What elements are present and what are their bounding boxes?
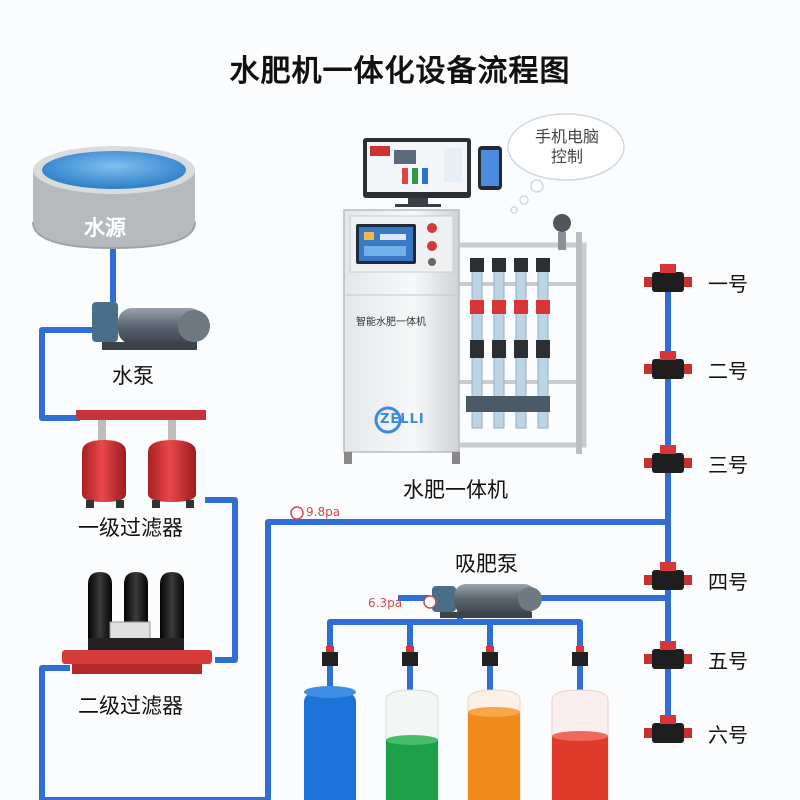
brand-logo: ZELLI (380, 412, 425, 427)
pipe-main-line (265, 519, 668, 800)
zone-valve-4 (644, 562, 692, 590)
integrated-machine-label: 水肥一体机 (403, 478, 508, 502)
control-text-line1: 手机电脑 (534, 127, 599, 146)
zone-label-1: 一号 (708, 272, 748, 296)
pressure-gauges (290, 506, 437, 609)
control-devices-graphic (363, 138, 502, 207)
water-source-graphic (32, 146, 196, 250)
pipe-fert-manifold (327, 619, 583, 690)
zone-label-4: 四号 (708, 570, 748, 594)
primary-filter-label: 一级过滤器 (78, 516, 183, 540)
fertilizer-pump-label: 吸肥泵 (455, 552, 518, 576)
primary-filter-graphic (76, 410, 206, 508)
control-text-line2: 控制 (550, 147, 583, 166)
thought-bubble (507, 113, 625, 214)
pipe-filter2-out (39, 665, 70, 800)
pipe-filter1-filter2 (205, 497, 238, 663)
zone-label-6: 六号 (708, 723, 748, 747)
water-pump-label: 水泵 (112, 364, 154, 388)
zone-valve-3 (644, 445, 692, 473)
fertilizer-valves (322, 646, 588, 666)
zone-valves (644, 264, 692, 743)
water-source-label: 水源 (84, 216, 126, 240)
zone-label-2: 二号 (708, 359, 748, 383)
control-text: 手机电脑 控制 (522, 127, 612, 167)
zone-valve-1 (644, 264, 692, 292)
machine-panel-label: 智能水肥一体机 (356, 317, 426, 328)
fertilizer-tanks (304, 686, 609, 800)
zone-label-5: 五号 (708, 649, 748, 673)
fertilizer-line-pressure: 6.3pa (368, 596, 403, 610)
integrated-machine-graphic (343, 209, 587, 464)
main-line-pressure: 9.8pa (306, 505, 341, 519)
zone-valve-5 (644, 641, 692, 669)
water-pump-graphic (92, 302, 210, 350)
pipe-pump-filter1 (39, 327, 95, 421)
secondary-filter-graphic (62, 572, 212, 674)
secondary-filter-label: 二级过滤器 (78, 694, 183, 718)
page-title: 水肥机一体化设备流程图 (229, 54, 571, 89)
zone-valve-2 (644, 351, 692, 379)
zone-valve-6 (644, 715, 692, 743)
zone-label-3: 三号 (708, 453, 748, 477)
fertilizer-pump-graphic (432, 584, 542, 618)
